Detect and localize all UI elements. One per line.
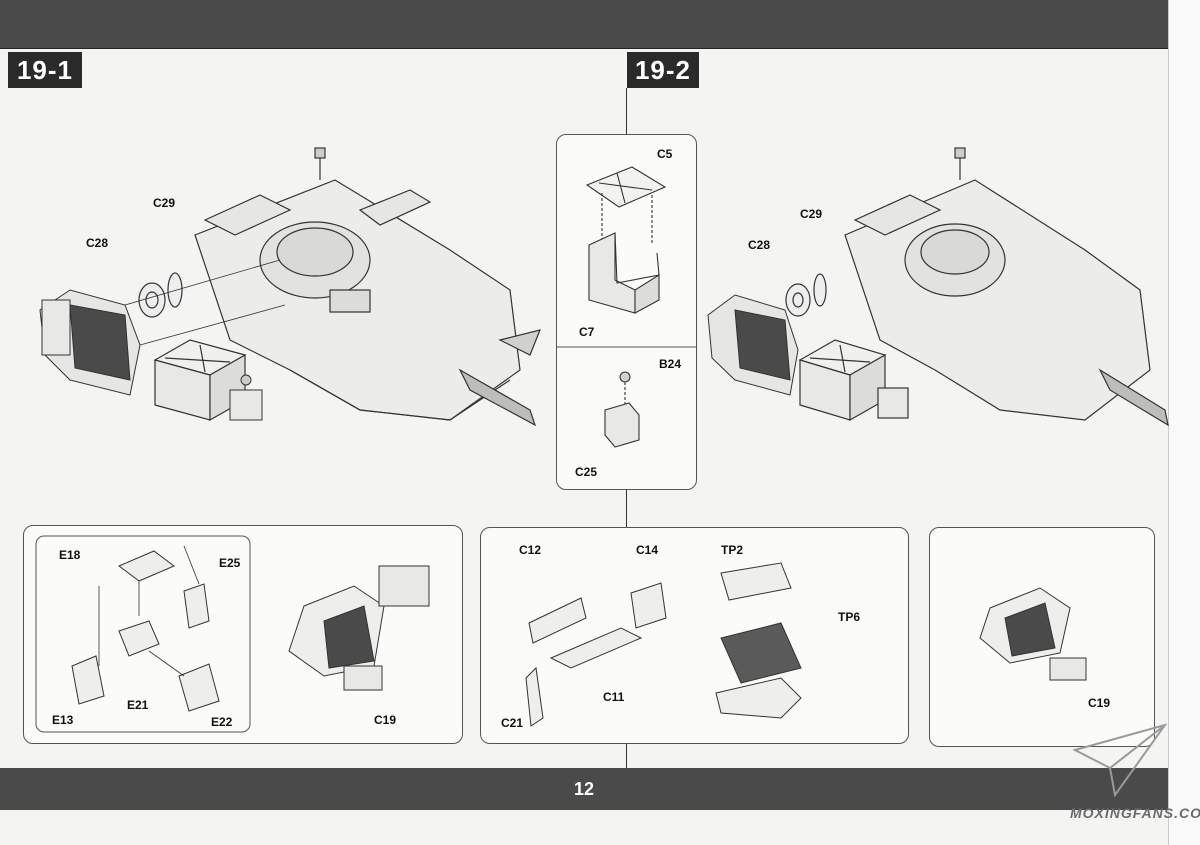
callout-c7: C7 — [579, 325, 595, 339]
callout-b24: B24 — [659, 357, 682, 371]
center-detail-drawing — [557, 166, 696, 448]
connector-line-mid — [626, 488, 627, 528]
connector-line-top — [626, 88, 627, 134]
callout-c21: C21 — [501, 716, 524, 730]
callout-c19-right: C19 — [1088, 696, 1111, 710]
callout-e22: E22 — [211, 715, 233, 729]
connector-line-bottom — [626, 742, 627, 768]
bottom-mid-detail-panel: C12 C14 C11 C21 TP2 TP6 — [480, 527, 909, 744]
bottom-right-drawing — [979, 587, 1087, 681]
callout-e18: E18 — [59, 548, 81, 562]
watermark-logo-icon — [1072, 723, 1168, 798]
top-header-bar — [0, 0, 1168, 48]
watermark-text: MOXINGFANS.COM — [1070, 805, 1200, 821]
callout-c11: C11 — [603, 690, 625, 704]
bottom-mid-drawing — [525, 562, 802, 727]
step-label-19-2: 19-2 — [627, 52, 699, 88]
turret-scene-left — [39, 147, 541, 427]
header-divider — [0, 48, 1168, 49]
callout-tp6: TP6 — [838, 610, 861, 624]
callout-c28-left: C28 — [86, 236, 109, 250]
callout-c19-left: C19 — [374, 713, 397, 727]
callout-e25: E25 — [219, 556, 241, 570]
callout-c5: C5 — [657, 147, 673, 161]
center-detail-panel: C5 C7 B24 C25 — [556, 134, 697, 490]
callout-c29-left: C29 — [153, 196, 176, 210]
callout-e13: E13 — [52, 713, 74, 727]
bottom-left-drawing — [35, 535, 430, 733]
page-edge — [1168, 0, 1200, 845]
footer-bar — [0, 768, 1168, 810]
callout-c29-right: C29 — [800, 207, 823, 221]
callout-c28-right: C28 — [748, 238, 771, 252]
callout-c14: C14 — [636, 543, 659, 557]
turret-scene-right — [707, 147, 1169, 427]
step-label-19-1: 19-1 — [8, 52, 82, 88]
callout-c25: C25 — [575, 465, 598, 479]
bottom-left-detail-panel: E18 E25 E13 E21 E22 C19 — [23, 525, 463, 744]
callout-c12: C12 — [519, 543, 542, 557]
callout-e21: E21 — [127, 698, 149, 712]
bottom-right-detail-panel: C19 — [929, 527, 1155, 747]
page-number: 12 — [573, 778, 595, 799]
callout-tp2: TP2 — [721, 543, 744, 557]
